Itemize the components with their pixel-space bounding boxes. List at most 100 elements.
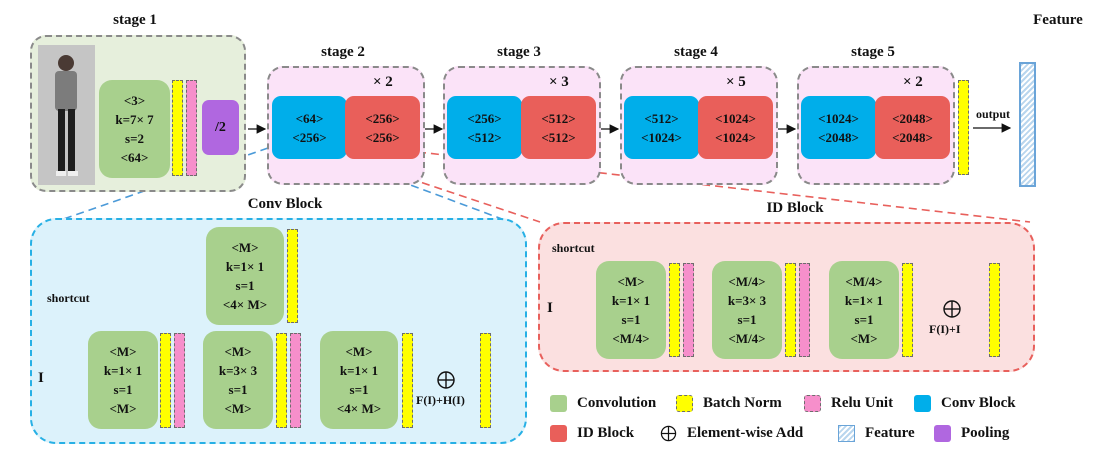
stage-1-batch-norm — [172, 80, 183, 176]
conv-line: <4× M> — [336, 401, 382, 416]
channels-in: <512> — [644, 110, 679, 126]
channels-out: <2048> — [818, 129, 859, 145]
id-block-input-label: I — [547, 300, 553, 316]
element-wise-add-icon — [660, 425, 677, 442]
legend-item-pooling: Pooling — [934, 425, 1009, 442]
conv-block-shortcut-conv: <M> k=1× 1 s=1 <4× M> — [206, 227, 284, 325]
conv-line: <M/4> — [612, 331, 650, 346]
stage-2-id-block: <256> <256> — [345, 96, 420, 159]
conv-block-input-label: I — [38, 370, 44, 386]
batch-norm-swatch — [676, 395, 693, 412]
conv-block-conv-3: <M> k=1× 1 s=1 <4× M> — [320, 331, 398, 429]
id-block-conv-1: <M> k=1× 1 s=1 <M/4> — [596, 261, 666, 359]
conv-line: s=2 — [125, 131, 144, 146]
id-block-element-wise-add-icon — [943, 300, 961, 318]
id-block-zoom-line-right — [417, 151, 1031, 223]
channels-in: <64> — [295, 110, 324, 126]
id-block-batch-norm-out — [989, 263, 1000, 357]
pooling-swatch — [934, 425, 951, 442]
conv-line: s=1 — [113, 382, 133, 397]
conv-block-swatch — [914, 395, 931, 412]
conv-block-relu-2 — [290, 333, 301, 428]
channels-out: <256> — [365, 129, 400, 145]
legend-label: Pooling — [961, 425, 1010, 441]
conv-line: <M> — [617, 274, 645, 289]
stage-4-id-block: <1024> <1024> — [698, 96, 773, 159]
channels-out: <512> — [467, 129, 502, 145]
conv-line: <M/4> — [728, 331, 766, 346]
stage-3-conv-block: <256> <512> — [447, 96, 522, 159]
conv-block-batch-norm-1 — [160, 333, 171, 428]
conv-line: <4× M> — [222, 297, 268, 312]
id-block-relu-1 — [683, 263, 694, 357]
legend-label: Element-wise Add — [687, 425, 804, 441]
channels-in: <256> — [365, 110, 400, 126]
stage-1-pooling: /2 — [202, 100, 239, 155]
legend-item-convolution: Convolution — [550, 395, 656, 412]
conv-line: k=1× 1 — [103, 363, 143, 378]
stage-5-batch-norm — [958, 80, 969, 175]
channels-in: <1024> — [818, 110, 859, 126]
conv-block-sum-label: F(I)+H(I) — [416, 393, 465, 407]
legend-item-conv-block: Conv Block — [914, 395, 1016, 412]
conv-line: k=1× 1 — [844, 293, 884, 308]
conv-block-zoom-line-left — [54, 147, 269, 223]
convolution-swatch — [550, 395, 567, 412]
stage-5-repeat: × 2 — [903, 74, 923, 90]
conv-line: k=1× 1 — [225, 259, 265, 274]
conv-block-relu-1 — [174, 333, 185, 428]
conv-line: k=1× 1 — [339, 363, 379, 378]
channels-out: <1024> — [641, 129, 682, 145]
stage-3-title: stage 3 — [497, 44, 541, 60]
id-block-relu-2 — [799, 263, 810, 357]
stage-2-title: stage 2 — [321, 44, 365, 60]
conv-line: <M/4> — [845, 274, 883, 289]
stage-1-relu — [186, 80, 197, 176]
conv-line: <M> — [850, 331, 878, 346]
conv-line: <3> — [123, 93, 146, 108]
id-block-batch-norm-3 — [902, 263, 913, 357]
id-block-shortcut-label: shortcut — [552, 241, 595, 255]
channels-out: <512> — [541, 129, 576, 145]
conv-line: <M> — [345, 344, 373, 359]
stage-4-title: stage 4 — [674, 44, 718, 60]
legend-item-id-block: ID Block — [550, 425, 634, 442]
id-block-sum-label: F(I)+I — [929, 322, 961, 336]
relu-swatch — [804, 395, 821, 412]
stage-5-id-block: <2048> <2048> — [875, 96, 950, 159]
conv-line: k=3× 3 — [218, 363, 258, 378]
legend-label: Feature — [865, 425, 915, 441]
id-block-conv-3: <M/4> k=1× 1 s=1 <M> — [829, 261, 899, 359]
conv-line: <64> — [120, 150, 149, 165]
stage-1-conv: <3> k=7× 7 s=2 <64> — [99, 80, 170, 178]
stage-3-id-block: <512> <512> — [521, 96, 596, 159]
legend-item-element-wise-add: Element-wise Add — [660, 425, 803, 442]
conv-block-shortcut-label: shortcut — [47, 291, 90, 305]
feature-title: Feature — [1033, 12, 1083, 28]
channels-in: <512> — [541, 110, 576, 126]
conv-block-batch-norm-2 — [276, 333, 287, 428]
conv-block-conv-1: <M> k=1× 1 s=1 <M> — [88, 331, 158, 429]
conv-block-batch-norm-out — [480, 333, 491, 428]
channels-in: <256> — [467, 110, 502, 126]
feature-swatch — [838, 425, 855, 442]
legend-item-batch-norm: Batch Norm — [676, 395, 782, 412]
conv-line: s=1 — [737, 312, 757, 327]
id-block-swatch — [550, 425, 567, 442]
conv-line: s=1 — [621, 312, 641, 327]
output-label: output — [976, 107, 1011, 121]
legend-item-feature: Feature — [838, 425, 915, 442]
legend-label: Conv Block — [941, 395, 1016, 411]
conv-line: s=1 — [235, 278, 255, 293]
stage-5-title: stage 5 — [851, 44, 895, 60]
channels-out: <1024> — [715, 129, 756, 145]
conv-line: <M> — [231, 240, 259, 255]
conv-line: <M> — [224, 401, 252, 416]
conv-line: <M> — [109, 401, 137, 416]
person-silhouette-icon — [38, 45, 95, 185]
conv-block-conv-2: <M> k=3× 3 s=1 <M> — [203, 331, 273, 429]
conv-line: k=1× 1 — [611, 293, 651, 308]
stage-4-repeat: × 5 — [726, 74, 746, 90]
conv-line: k=7× 7 — [115, 112, 154, 127]
stage-3-repeat: × 3 — [549, 74, 569, 90]
